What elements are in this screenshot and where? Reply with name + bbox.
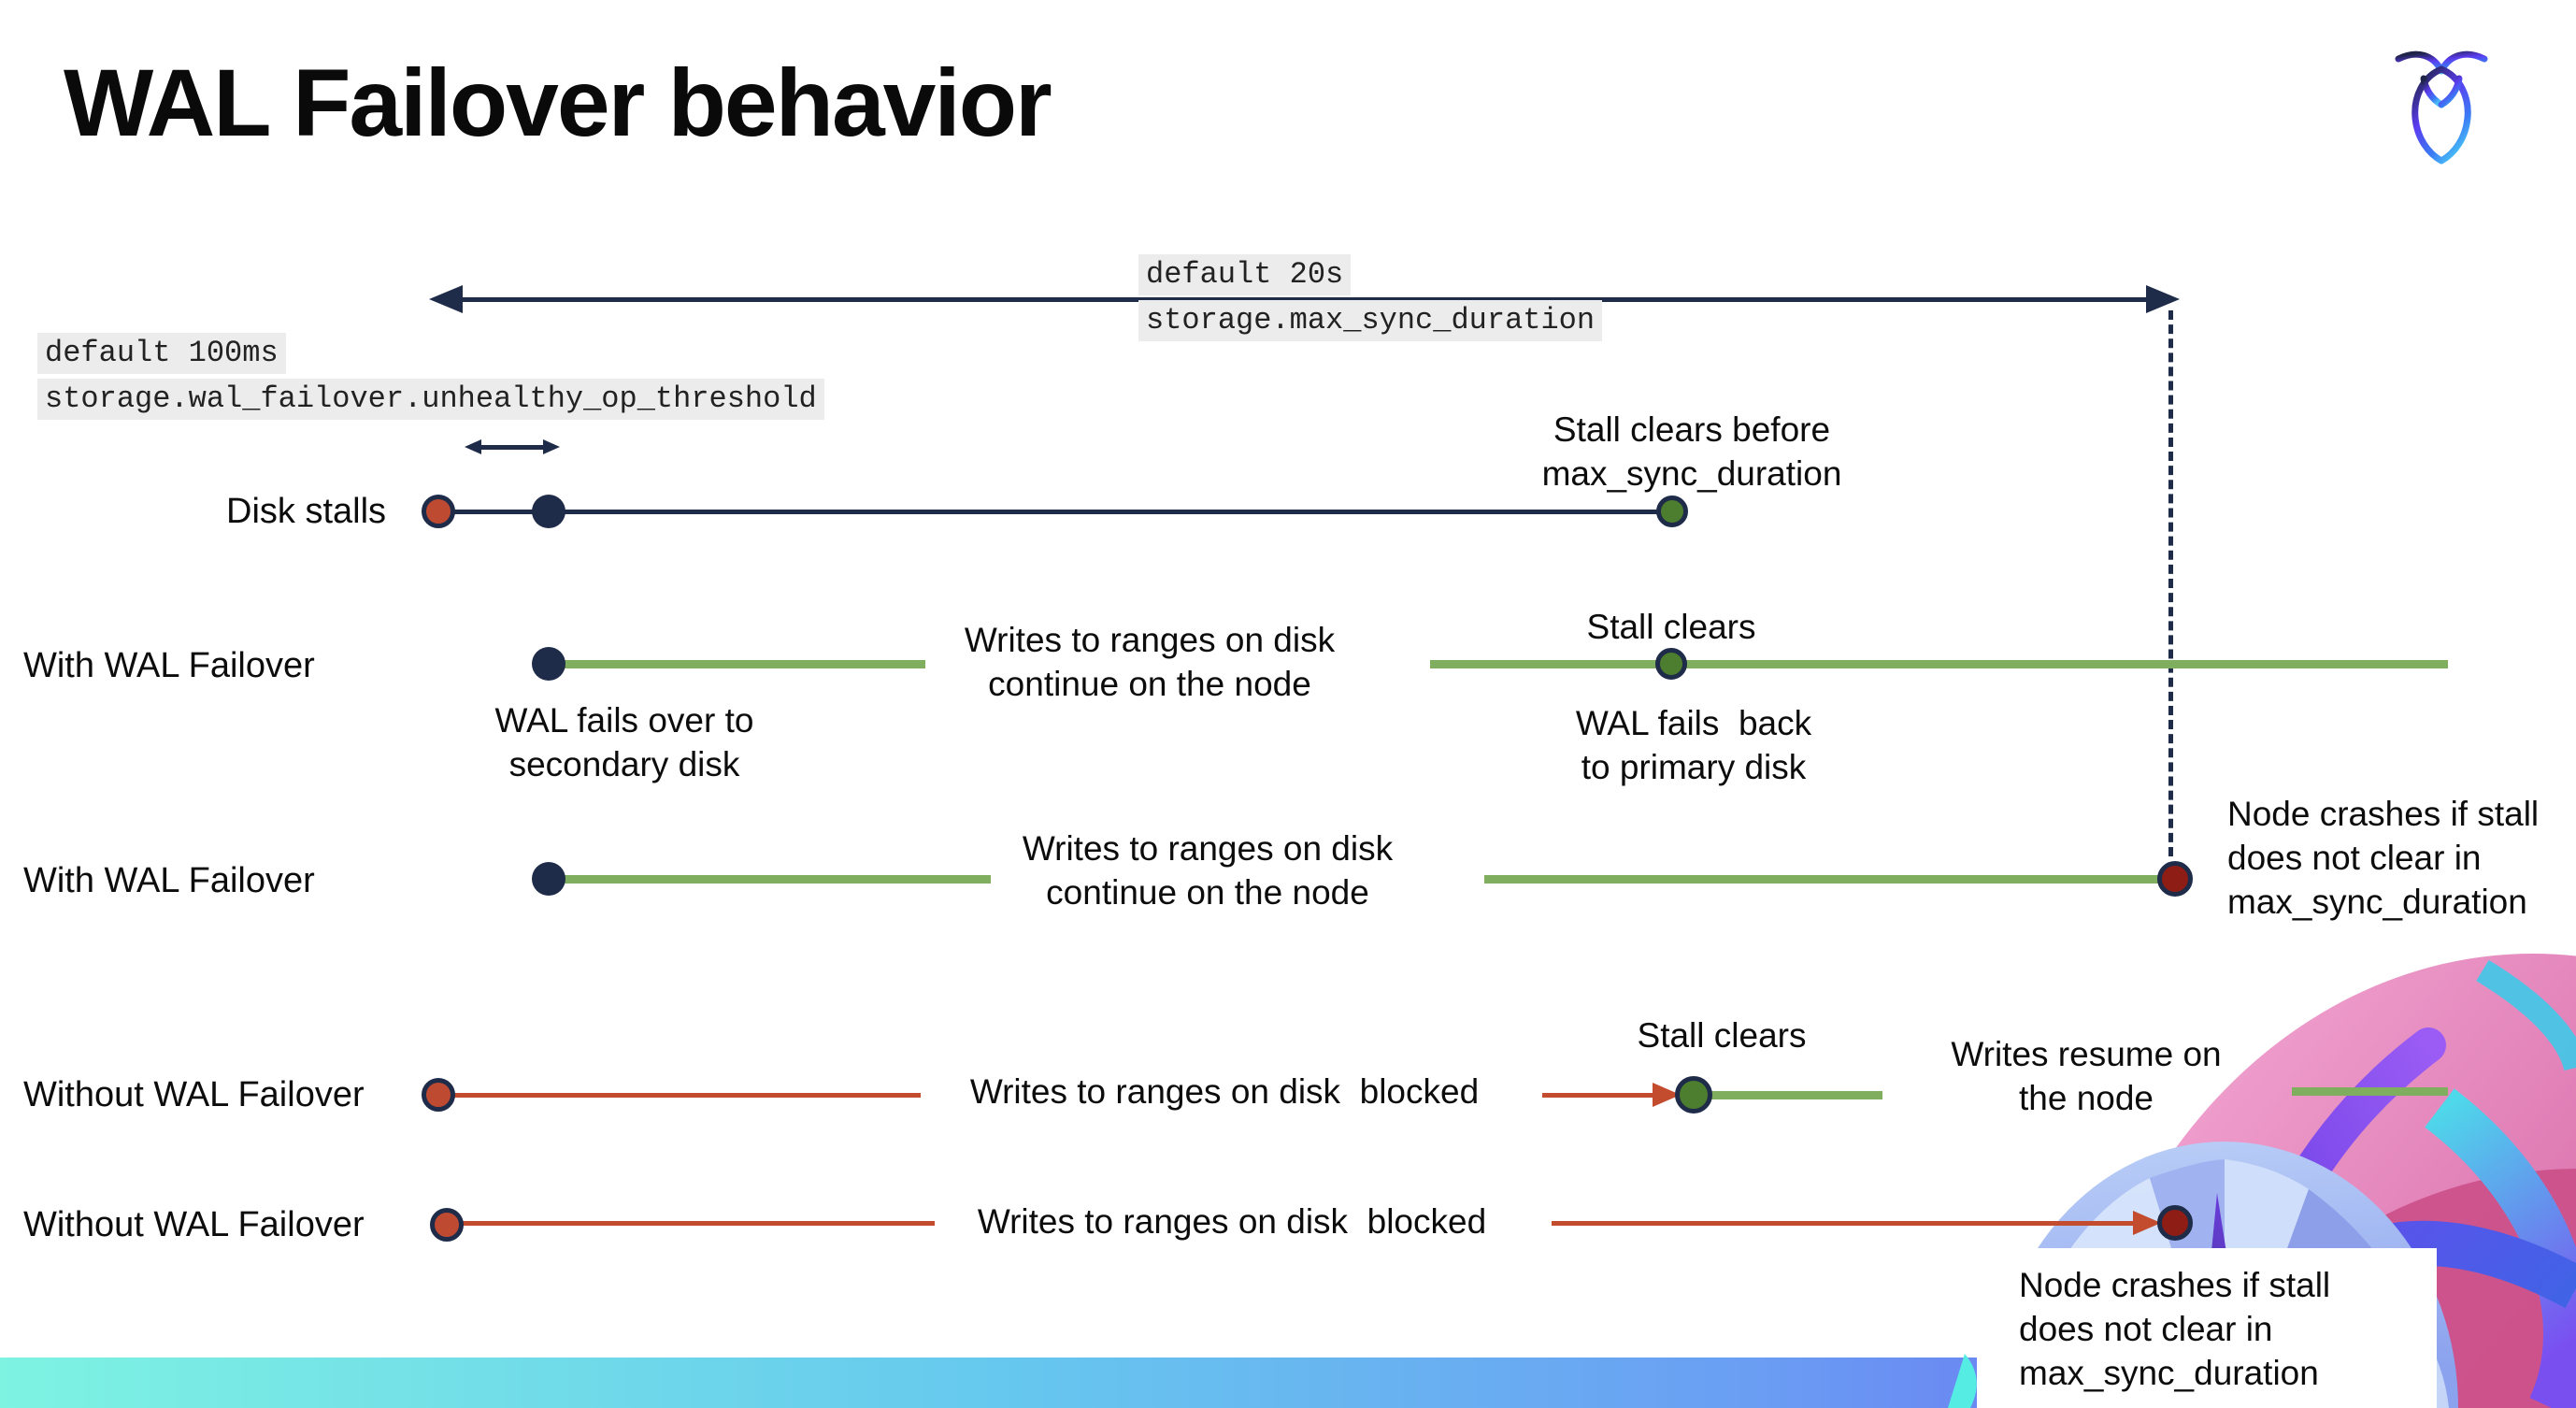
row4-green-segment-2 bbox=[2292, 1087, 2448, 1096]
row-label-disk-stalls: Disk stalls bbox=[226, 492, 387, 531]
failover-dot-row2 bbox=[532, 647, 565, 681]
disk-stall-dot-row4 bbox=[422, 1078, 455, 1112]
annotation-stall-clears-before: Stall clears before max_sync_duration bbox=[1541, 410, 1842, 493]
stall-clears-dot-row1 bbox=[1656, 496, 1688, 527]
row2-green-segment-2 bbox=[1430, 660, 2448, 668]
annotation-node-crashes-row5: Node crashes if stall does not clear in … bbox=[2019, 1266, 2331, 1392]
max-sync-duration-dashed-line bbox=[2168, 310, 2173, 856]
threshold-arrowhead-left bbox=[465, 439, 481, 454]
row3-green-segment-1 bbox=[561, 875, 991, 884]
max-sync-duration-arrowhead-right bbox=[2146, 285, 2180, 313]
node-crash-dot-row5 bbox=[2157, 1205, 2193, 1241]
annotation-stall-clears-row2: Stall clears bbox=[1586, 608, 1756, 646]
annotation-writes-continue-row3: Writes to ranges on disk continue on the… bbox=[1022, 829, 1394, 912]
threshold-arrow-line bbox=[475, 445, 551, 450]
row2-green-segment-1 bbox=[561, 660, 925, 668]
annotation-node-crashes-row3: Node crashes if stall does not clear in … bbox=[2227, 795, 2540, 921]
max-sync-duration-arrowhead-left bbox=[429, 285, 463, 313]
disk-stall-dot-row5 bbox=[430, 1208, 464, 1242]
row-label-without-wal-failover-1: Without WAL Failover bbox=[23, 1075, 365, 1114]
row5-red-segment-1 bbox=[455, 1221, 935, 1226]
annotation-stall-clears-row4: Stall clears bbox=[1637, 1016, 1807, 1055]
row4-red-segment-2 bbox=[1542, 1093, 1671, 1098]
max-sync-duration-label: default 20s storage.max_sync_duration bbox=[1138, 254, 1603, 341]
annotation-wal-fails-over: WAL fails over to secondary disk bbox=[494, 701, 754, 783]
row-label-with-wal-failover-1: With WAL Failover bbox=[23, 646, 315, 685]
max-sync-duration-default: default 20s bbox=[1138, 254, 1352, 295]
threshold-arrowhead-right bbox=[543, 439, 560, 454]
node-crash-dot-row3 bbox=[2157, 861, 2193, 897]
annotation-writes-blocked-row4: Writes to ranges on disk blocked bbox=[969, 1072, 1480, 1111]
unhealthy-op-threshold-setting: storage.wal_failover.unhealthy_op_thresh… bbox=[37, 379, 824, 420]
failover-dot-row3 bbox=[532, 862, 565, 896]
max-sync-duration-setting: storage.max_sync_duration bbox=[1138, 300, 1603, 341]
node-crash-note-box: Node crashes if stall does not clear in … bbox=[1977, 1248, 2437, 1408]
row5-red-segment-2 bbox=[1552, 1221, 2142, 1226]
row-label-without-wal-failover-2: Without WAL Failover bbox=[23, 1205, 365, 1244]
unhealthy-op-threshold-label: default 100ms storage.wal_failover.unhea… bbox=[37, 333, 824, 420]
stall-clears-dot-row2 bbox=[1655, 648, 1687, 680]
unhealthy-op-threshold-default: default 100ms bbox=[37, 333, 286, 374]
row3-green-segment-2 bbox=[1484, 875, 2175, 884]
max-sync-duration-arrow-line bbox=[439, 297, 2170, 302]
annotation-wal-fails-back: WAL fails back to primary disk bbox=[1575, 704, 1812, 786]
annotation-writes-resume: Writes resume on the node bbox=[1951, 1035, 2222, 1117]
row4-red-segment-1 bbox=[447, 1093, 921, 1098]
row-label-with-wal-failover-2: With WAL Failover bbox=[23, 861, 315, 900]
annotation-writes-blocked-row5: Writes to ranges on disk blocked bbox=[977, 1202, 1487, 1241]
page-title: WAL Failover behavior bbox=[64, 50, 1052, 156]
disk-stalls-timeline bbox=[438, 510, 1672, 514]
annotation-writes-continue-row2: Writes to ranges on disk continue on the… bbox=[964, 621, 1336, 703]
stall-clears-dot-row4 bbox=[1675, 1076, 1712, 1113]
threshold-reached-dot bbox=[532, 495, 565, 528]
row5-red-arrowhead bbox=[2133, 1211, 2161, 1235]
disk-stall-start-dot bbox=[422, 495, 455, 528]
cockroachdb-logo-icon bbox=[2395, 50, 2488, 165]
row4-green-segment-1 bbox=[1710, 1091, 1882, 1099]
